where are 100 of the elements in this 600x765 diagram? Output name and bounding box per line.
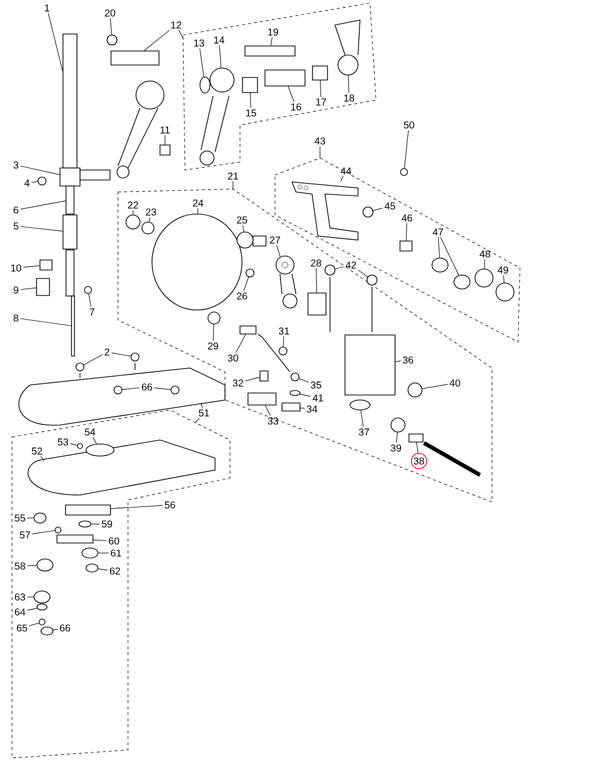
callout-number: 1 — [45, 4, 50, 12]
leader-line — [250, 92, 252, 108]
callout-number: 26 — [236, 292, 248, 300]
round-part — [78, 520, 92, 528]
leader-line — [200, 402, 203, 408]
callout-number: 28 — [310, 259, 322, 267]
leader-line — [20, 226, 63, 232]
round-part — [350, 400, 370, 410]
round-part — [76, 362, 84, 372]
round-part — [86, 564, 98, 572]
callout-number: 25 — [236, 216, 248, 224]
leader-line — [340, 176, 344, 182]
callout-number: 46 — [402, 214, 412, 222]
leader-line — [276, 244, 280, 257]
block-part — [260, 370, 268, 382]
leader-line — [132, 210, 134, 215]
leader-line — [20, 166, 60, 175]
leader-line — [194, 418, 200, 424]
callout-number: 38 — [410, 452, 428, 470]
block-part — [248, 392, 276, 406]
leader-line — [298, 378, 310, 383]
block-part — [60, 168, 80, 186]
leader-line — [212, 324, 214, 342]
round-part — [408, 382, 422, 398]
round-part — [324, 264, 336, 276]
callout-number: 34 — [306, 405, 318, 413]
leader-line — [300, 394, 312, 397]
block-part — [400, 240, 412, 252]
leader-line — [40, 456, 44, 462]
round-part — [36, 558, 54, 572]
callout-number: 66 — [60, 624, 70, 632]
block-part — [344, 334, 396, 396]
round-part — [432, 258, 448, 272]
leader-line — [98, 552, 110, 554]
callout-number: 50 — [404, 121, 414, 129]
leader-line — [110, 18, 112, 35]
leader-line — [360, 410, 364, 428]
callout-number: 44 — [340, 168, 352, 174]
callout-number: 30 — [228, 354, 238, 362]
callout-number: 3 — [14, 161, 18, 169]
callout-number: 6 — [14, 206, 18, 214]
leader-line — [484, 258, 486, 269]
block-part — [242, 77, 258, 93]
callout-number: 24 — [192, 200, 204, 206]
callout-number: 12 — [171, 22, 182, 28]
round-part — [77, 443, 83, 449]
leader-line — [148, 216, 150, 222]
block-part — [312, 66, 328, 80]
leader-line — [503, 274, 504, 283]
round-part — [34, 512, 46, 524]
round-part — [200, 76, 210, 94]
leader-line — [32, 530, 55, 534]
callout-number: 27 — [270, 236, 280, 244]
round-part — [278, 346, 288, 356]
leader-line — [92, 436, 97, 444]
round-part — [496, 282, 514, 302]
round-part — [338, 54, 358, 76]
round-part — [84, 286, 92, 294]
round-part — [246, 268, 254, 278]
leader-line — [28, 622, 40, 626]
callout-number: 62 — [110, 567, 120, 575]
callout-number: 32 — [232, 379, 244, 387]
callout-number: 60 — [108, 537, 120, 545]
leader-line — [396, 432, 398, 444]
leader-line — [219, 44, 222, 68]
leader-line — [154, 387, 171, 390]
callout-number: 33 — [268, 417, 278, 425]
leader-line — [26, 608, 38, 611]
round-part — [236, 232, 254, 248]
callout-number: 35 — [310, 381, 322, 389]
leader-line — [348, 75, 350, 94]
callout-number: 41 — [312, 394, 324, 402]
leader-line — [26, 596, 34, 598]
leader-line — [20, 200, 66, 210]
callout-number: 11 — [160, 126, 170, 134]
callout-number: 48 — [480, 250, 490, 258]
callout-number: 37 — [358, 428, 370, 436]
leader-line — [84, 354, 103, 366]
leader-line — [438, 236, 440, 258]
callout-number: 15 — [246, 110, 256, 116]
callout-number: 21 — [228, 172, 238, 180]
callout-number: 66 — [142, 383, 152, 391]
part-drawing — [276, 256, 298, 308]
leader-line — [236, 334, 246, 354]
leader-line — [320, 80, 322, 98]
callout-number: 63 — [14, 593, 26, 601]
callout-number: 40 — [450, 379, 460, 387]
round-part — [130, 352, 140, 362]
callout-number: 52 — [32, 447, 42, 455]
leader-line — [111, 352, 131, 357]
round-part — [290, 390, 300, 396]
leader-line — [26, 565, 37, 566]
callout-number: 57 — [20, 532, 30, 538]
round-part — [142, 222, 154, 234]
callout-number: 9 — [14, 286, 18, 294]
round-part — [208, 312, 220, 324]
leader-line — [20, 318, 72, 326]
leader-line — [122, 387, 140, 390]
callout-number: 55 — [14, 514, 26, 522]
round-part — [400, 168, 408, 176]
